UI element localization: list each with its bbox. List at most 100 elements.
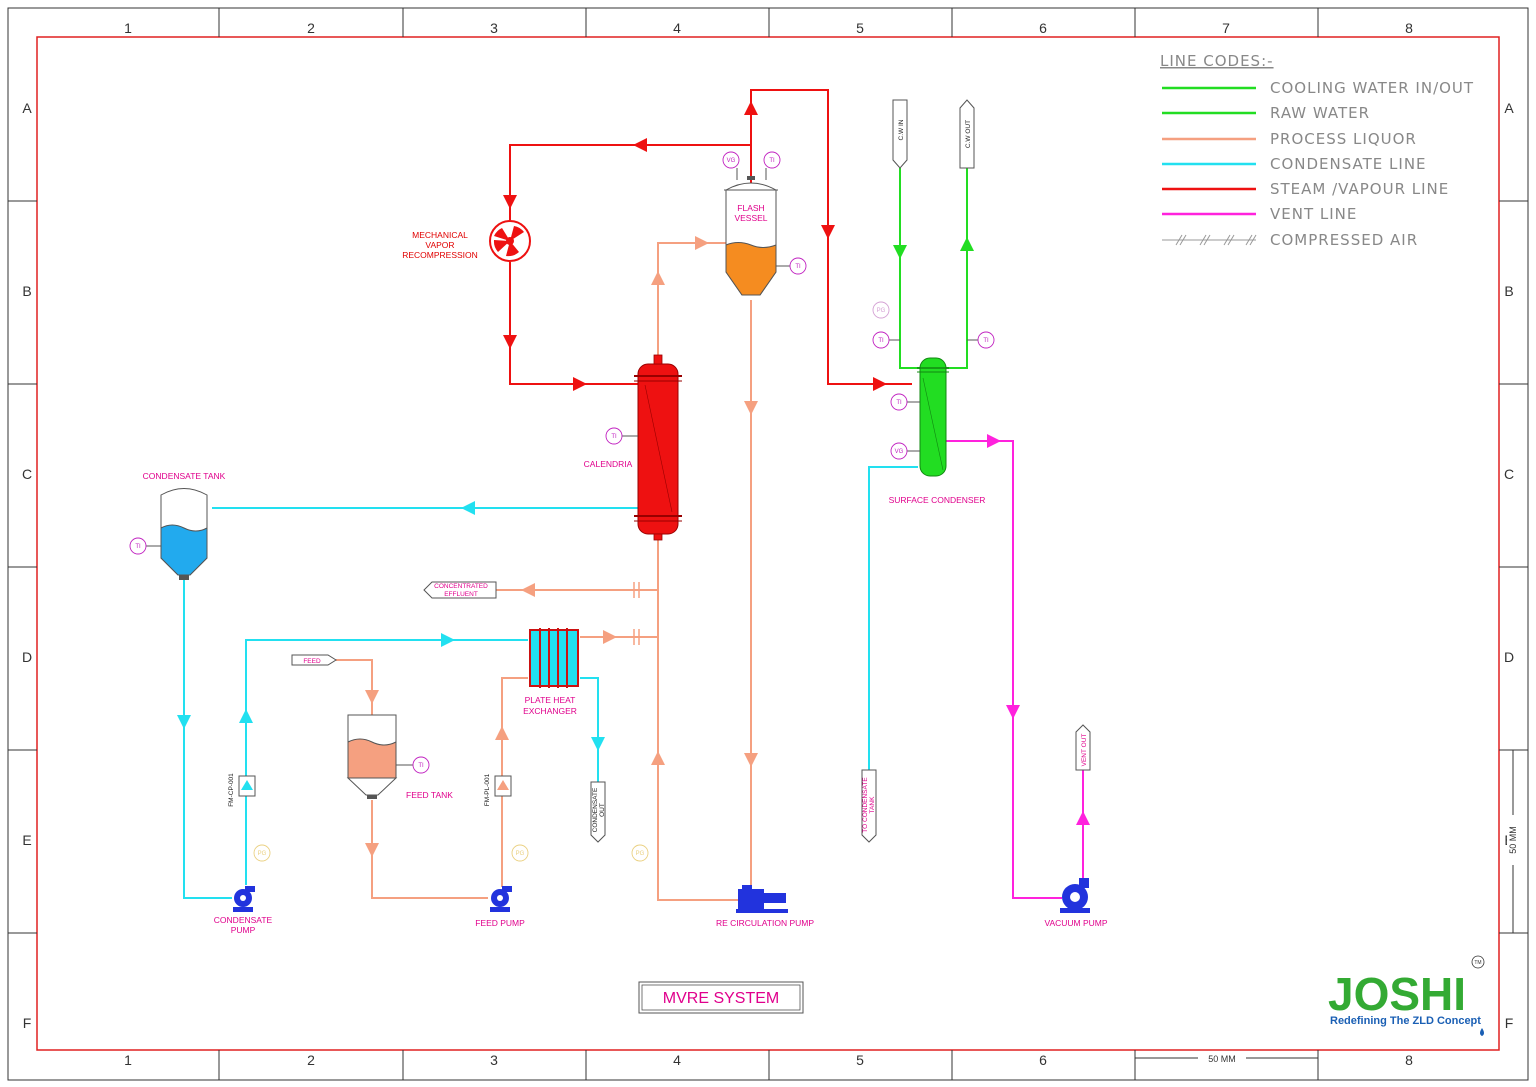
tag-cw-out: C.W OUT bbox=[959, 99, 975, 169]
surface-condenser[interactable]: SURFACE CONDENSER bbox=[889, 357, 986, 505]
col-label: 1 bbox=[124, 20, 132, 36]
feed-pump[interactable]: FEED PUMP bbox=[475, 886, 525, 928]
svg-text:TI: TI bbox=[878, 338, 884, 344]
col-label: 3 bbox=[490, 20, 498, 36]
svg-text:OUT: OUT bbox=[599, 803, 606, 817]
svg-text:TI: TI bbox=[135, 544, 141, 550]
svg-text:TI: TI bbox=[769, 158, 775, 164]
svg-text:FEED: FEED bbox=[303, 658, 321, 665]
ti-condenser: TI bbox=[890, 393, 920, 411]
condensate-tank[interactable]: CONDENSATE TANK bbox=[143, 471, 226, 580]
calendria[interactable]: CALENDRIA bbox=[584, 354, 682, 541]
pg-rp: PG bbox=[631, 844, 649, 862]
row-label: E bbox=[22, 832, 31, 848]
vg-flash: VG bbox=[722, 151, 740, 180]
svg-text:TI: TI bbox=[418, 763, 424, 769]
svg-text:PG: PG bbox=[636, 851, 645, 857]
fm-cp-tag: FM-CP-001 bbox=[228, 773, 235, 807]
logo-tm: TM bbox=[1474, 960, 1481, 966]
column-labels-top: 1 2 3 4 5 6 7 8 bbox=[124, 20, 1413, 36]
legend-label: RAW WATER bbox=[1270, 104, 1370, 122]
svg-text:TI: TI bbox=[795, 264, 801, 270]
plate-heat-exchanger[interactable]: PLATE HEAT EXCHANGER bbox=[523, 628, 579, 716]
tag-vent-out: VENT OUT bbox=[1075, 724, 1091, 771]
row-label: D bbox=[22, 649, 32, 665]
legend-label: CONDENSATE LINE bbox=[1270, 155, 1427, 173]
col-label: 3 bbox=[490, 1052, 498, 1068]
legend-label: COOLING WATER IN/OUT bbox=[1270, 79, 1474, 97]
col-label: 6 bbox=[1039, 20, 1047, 36]
ti-calendria: TI bbox=[605, 427, 638, 445]
mvr-label: VAPOR bbox=[425, 240, 454, 250]
mvr-label: MECHANICAL bbox=[412, 230, 468, 240]
condensate-tank-label: CONDENSATE TANK bbox=[143, 471, 226, 481]
row-label: A bbox=[22, 100, 32, 116]
row-label: C bbox=[22, 466, 32, 482]
condensate-lines bbox=[177, 466, 918, 899]
ti-condensate-tank: TI bbox=[129, 537, 161, 555]
ti-feed-tank: TI bbox=[396, 756, 430, 774]
mechanical-vapor-recompressor[interactable]: MECHANICAL VAPOR RECOMPRESSION bbox=[402, 220, 531, 262]
grid-ticks bbox=[8, 8, 1528, 1080]
legend-label: COMPRESSED AIR bbox=[1270, 231, 1418, 249]
cooling-water-lines bbox=[893, 168, 974, 369]
drawing-frame bbox=[7, 7, 1529, 1081]
feed-tank[interactable]: FEED TANK bbox=[346, 714, 453, 800]
col-label: 2 bbox=[307, 1052, 315, 1068]
col-label: 5 bbox=[856, 1052, 864, 1068]
mvr-label: RECOMPRESSION bbox=[402, 250, 478, 260]
flowmeter-cp: FM-CP-001 bbox=[228, 773, 256, 807]
svg-text:PG: PG bbox=[258, 851, 267, 857]
feed-tank-label: FEED TANK bbox=[406, 790, 453, 800]
ti-flash-side: TI bbox=[776, 257, 807, 275]
col-label: 1 bbox=[124, 1052, 132, 1068]
vacuum-pump-label: VACUUM PUMP bbox=[1044, 918, 1107, 928]
row-label: C bbox=[1504, 466, 1514, 482]
row-labels-left: A B C D E F bbox=[22, 100, 32, 1031]
svg-text:C.W OUT: C.W OUT bbox=[965, 120, 972, 148]
condensate-pump[interactable]: CONDENSATE PUMP bbox=[214, 886, 273, 935]
flash-vessel[interactable]: FLASH VESSEL bbox=[724, 176, 778, 296]
feed-pump-label: FEED PUMP bbox=[475, 918, 525, 928]
process-liquor-lines bbox=[336, 236, 758, 901]
svg-text:TO CONDENSATE: TO CONDENSATE bbox=[862, 777, 869, 833]
instruments: VG TI TI TI PG TI TI TI VG TI TI PG PG P… bbox=[129, 151, 995, 862]
legend-label: VENT LINE bbox=[1270, 205, 1357, 223]
recirculation-pump-label: RE CIRCULATION PUMP bbox=[716, 918, 814, 928]
diagram-title: MVRE SYSTEM bbox=[663, 990, 779, 1007]
vacuum-pump[interactable]: VACUUM PUMP bbox=[1044, 878, 1108, 928]
recirculation-pump[interactable]: RE CIRCULATION PUMP bbox=[716, 885, 814, 928]
scale-bar-right: 50 MM bbox=[1507, 749, 1519, 934]
svg-text:PG: PG bbox=[877, 308, 886, 314]
svg-text:TI: TI bbox=[983, 338, 989, 344]
svg-text:CONDENSATE: CONDENSATE bbox=[592, 787, 599, 832]
col-label: 8 bbox=[1405, 1052, 1413, 1068]
legend-label: STEAM /VAPOUR LINE bbox=[1270, 180, 1449, 198]
brand-logo: JOSHI TM Redefining The ZLD Concept bbox=[1328, 955, 1485, 1036]
row-label: F bbox=[23, 1015, 32, 1031]
svg-text:C.W IN: C.W IN bbox=[898, 119, 905, 140]
water-drop-icon bbox=[1480, 1028, 1484, 1036]
svg-text:TI: TI bbox=[611, 434, 617, 440]
flowmeter-pl: FM-PL-001 bbox=[484, 773, 512, 806]
tag-feed: FEED bbox=[291, 654, 337, 666]
tag-condensate-out: CONDENSATE OUT bbox=[590, 781, 606, 843]
phe-label: PLATE HEAT bbox=[525, 695, 576, 705]
svg-text:TANK: TANK bbox=[869, 796, 876, 814]
vent-lines bbox=[946, 434, 1090, 899]
scale-bar-bottom: 50 MM bbox=[1134, 1051, 1319, 1064]
pg-fp: PG bbox=[511, 844, 529, 862]
svg-text:TI: TI bbox=[896, 400, 902, 406]
blind-flanges bbox=[633, 582, 640, 645]
steam-lines bbox=[503, 89, 912, 391]
fm-pl-tag: FM-PL-001 bbox=[484, 773, 491, 806]
svg-text:VG: VG bbox=[895, 449, 904, 455]
scale-label: 50 MM bbox=[1208, 1054, 1236, 1064]
ti-cw-in: TI bbox=[872, 331, 900, 349]
row-label: B bbox=[1504, 283, 1513, 299]
legend-label: PROCESS LIQUOR bbox=[1270, 130, 1417, 148]
legend: LINE CODES:- COOLING WATER IN/OUT RAW WA… bbox=[1160, 52, 1474, 249]
tag-concentrated-effluent: CONCENTRATED EFFLUENT bbox=[423, 581, 497, 599]
col-label: 2 bbox=[307, 20, 315, 36]
svg-text:VG: VG bbox=[727, 158, 736, 164]
